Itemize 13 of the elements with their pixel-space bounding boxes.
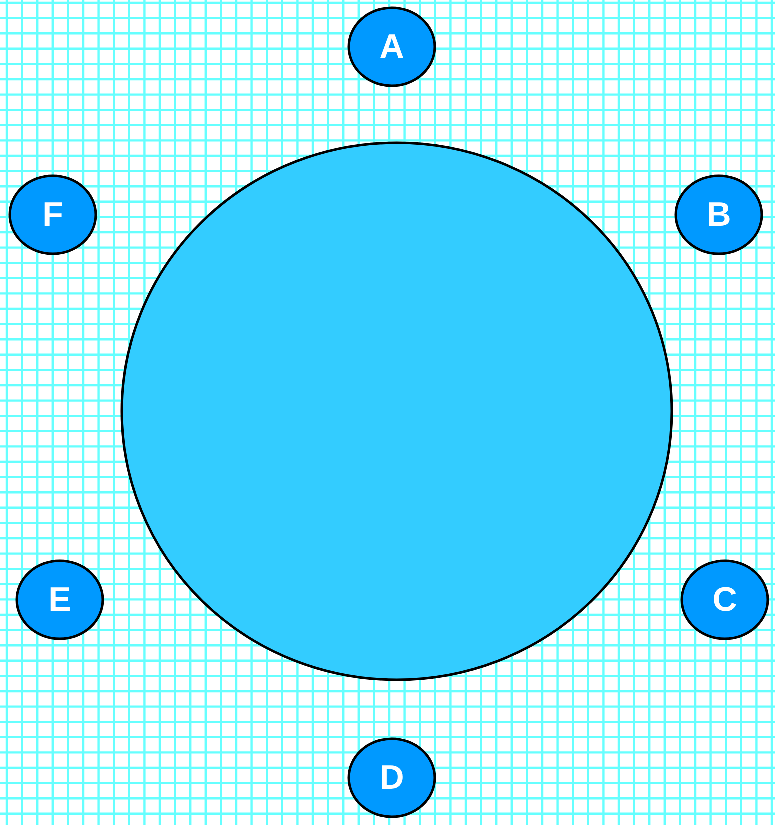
letter-ellipse — [348, 7, 436, 87]
letter-ellipse — [681, 560, 769, 640]
node-letter: E — [48, 580, 72, 620]
letter-ellipse — [348, 738, 436, 818]
node-letter: B — [706, 196, 732, 234]
letter-ellipse — [16, 560, 104, 640]
node-letter: A — [380, 28, 404, 66]
letter-ellipse — [675, 175, 763, 255]
node-letter: F — [42, 196, 64, 234]
circle — [121, 142, 673, 681]
letter-ellipse — [9, 175, 97, 255]
node-letter: D — [380, 758, 404, 798]
node-letter: C — [712, 580, 738, 620]
